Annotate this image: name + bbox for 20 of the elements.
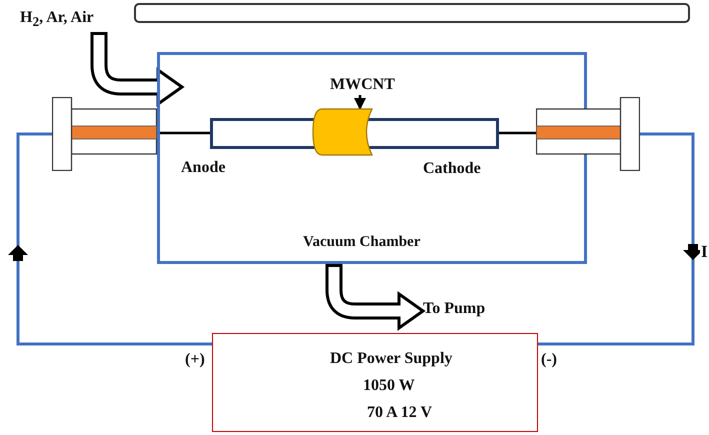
electrode-label: Anode [181, 160, 226, 176]
electrode-label: Cathode [423, 161, 481, 177]
text-label: H$_{2}$, Ar, Air [20, 10, 94, 29]
connecting-rod [499, 132, 536, 134]
terminal-label: (+) [185, 352, 205, 368]
spec-label: 1050 W [363, 378, 415, 394]
text-label: To Pump [423, 301, 486, 317]
power-supply-box [212, 333, 538, 432]
title-label: DC Power Supply [330, 351, 452, 367]
text-label: MWCNT [330, 77, 395, 93]
wire-with-current-arrow [8, 132, 212, 346]
terminal-label: (-) [541, 352, 557, 368]
leader-arrow [354, 95, 366, 110]
spec-label: 70 A 12 V [367, 405, 432, 421]
wire-with-current-arrow [538, 132, 703, 346]
title-label: Vacuum Chamber [303, 235, 420, 250]
connecting-rod [157, 132, 210, 134]
hollow-flow-arrow [90, 32, 184, 106]
current-label: I [700, 243, 709, 260]
hollow-flow-arrow [326, 264, 424, 330]
